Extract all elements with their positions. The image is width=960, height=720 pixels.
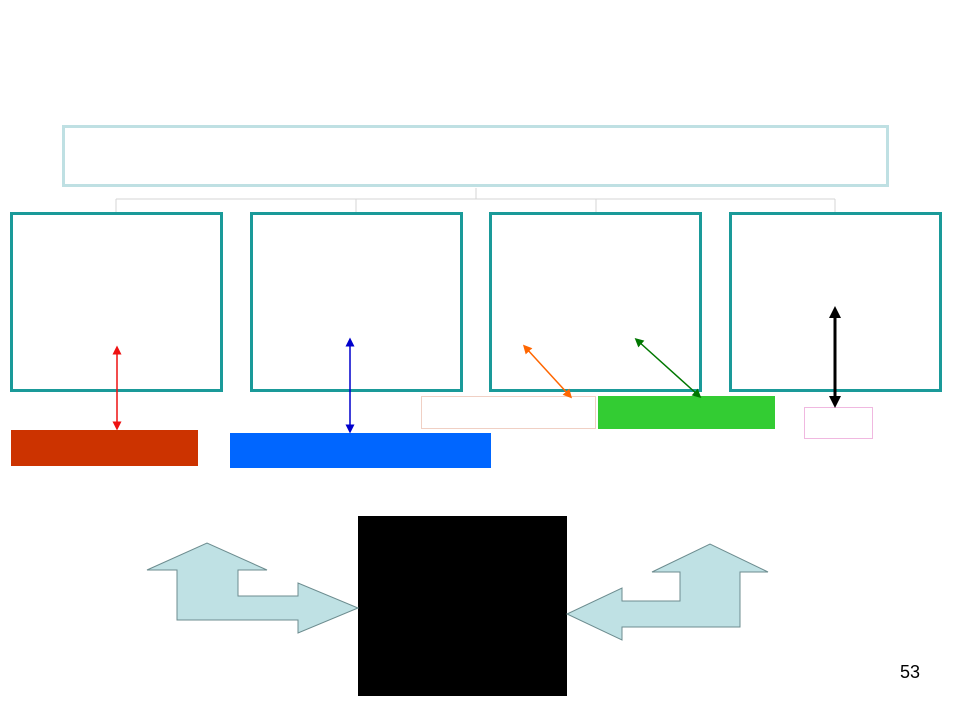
- green-rectangle: [598, 396, 775, 429]
- blue-rectangle: [230, 433, 491, 468]
- right-bent-arrow-icon: [565, 543, 769, 641]
- left-bent-arrow-icon: [146, 542, 360, 634]
- black-box: [358, 516, 567, 696]
- peach-outlined-rectangle: [421, 396, 596, 429]
- child-box-4: [729, 212, 942, 392]
- top-level-box: [62, 125, 889, 187]
- pink-outlined-rectangle: [804, 407, 873, 439]
- page-number: 53: [899, 662, 920, 682]
- orange-red-rectangle: [11, 430, 198, 466]
- child-box-3: [489, 212, 702, 392]
- child-box-1: [10, 212, 223, 392]
- child-box-2: [250, 212, 463, 392]
